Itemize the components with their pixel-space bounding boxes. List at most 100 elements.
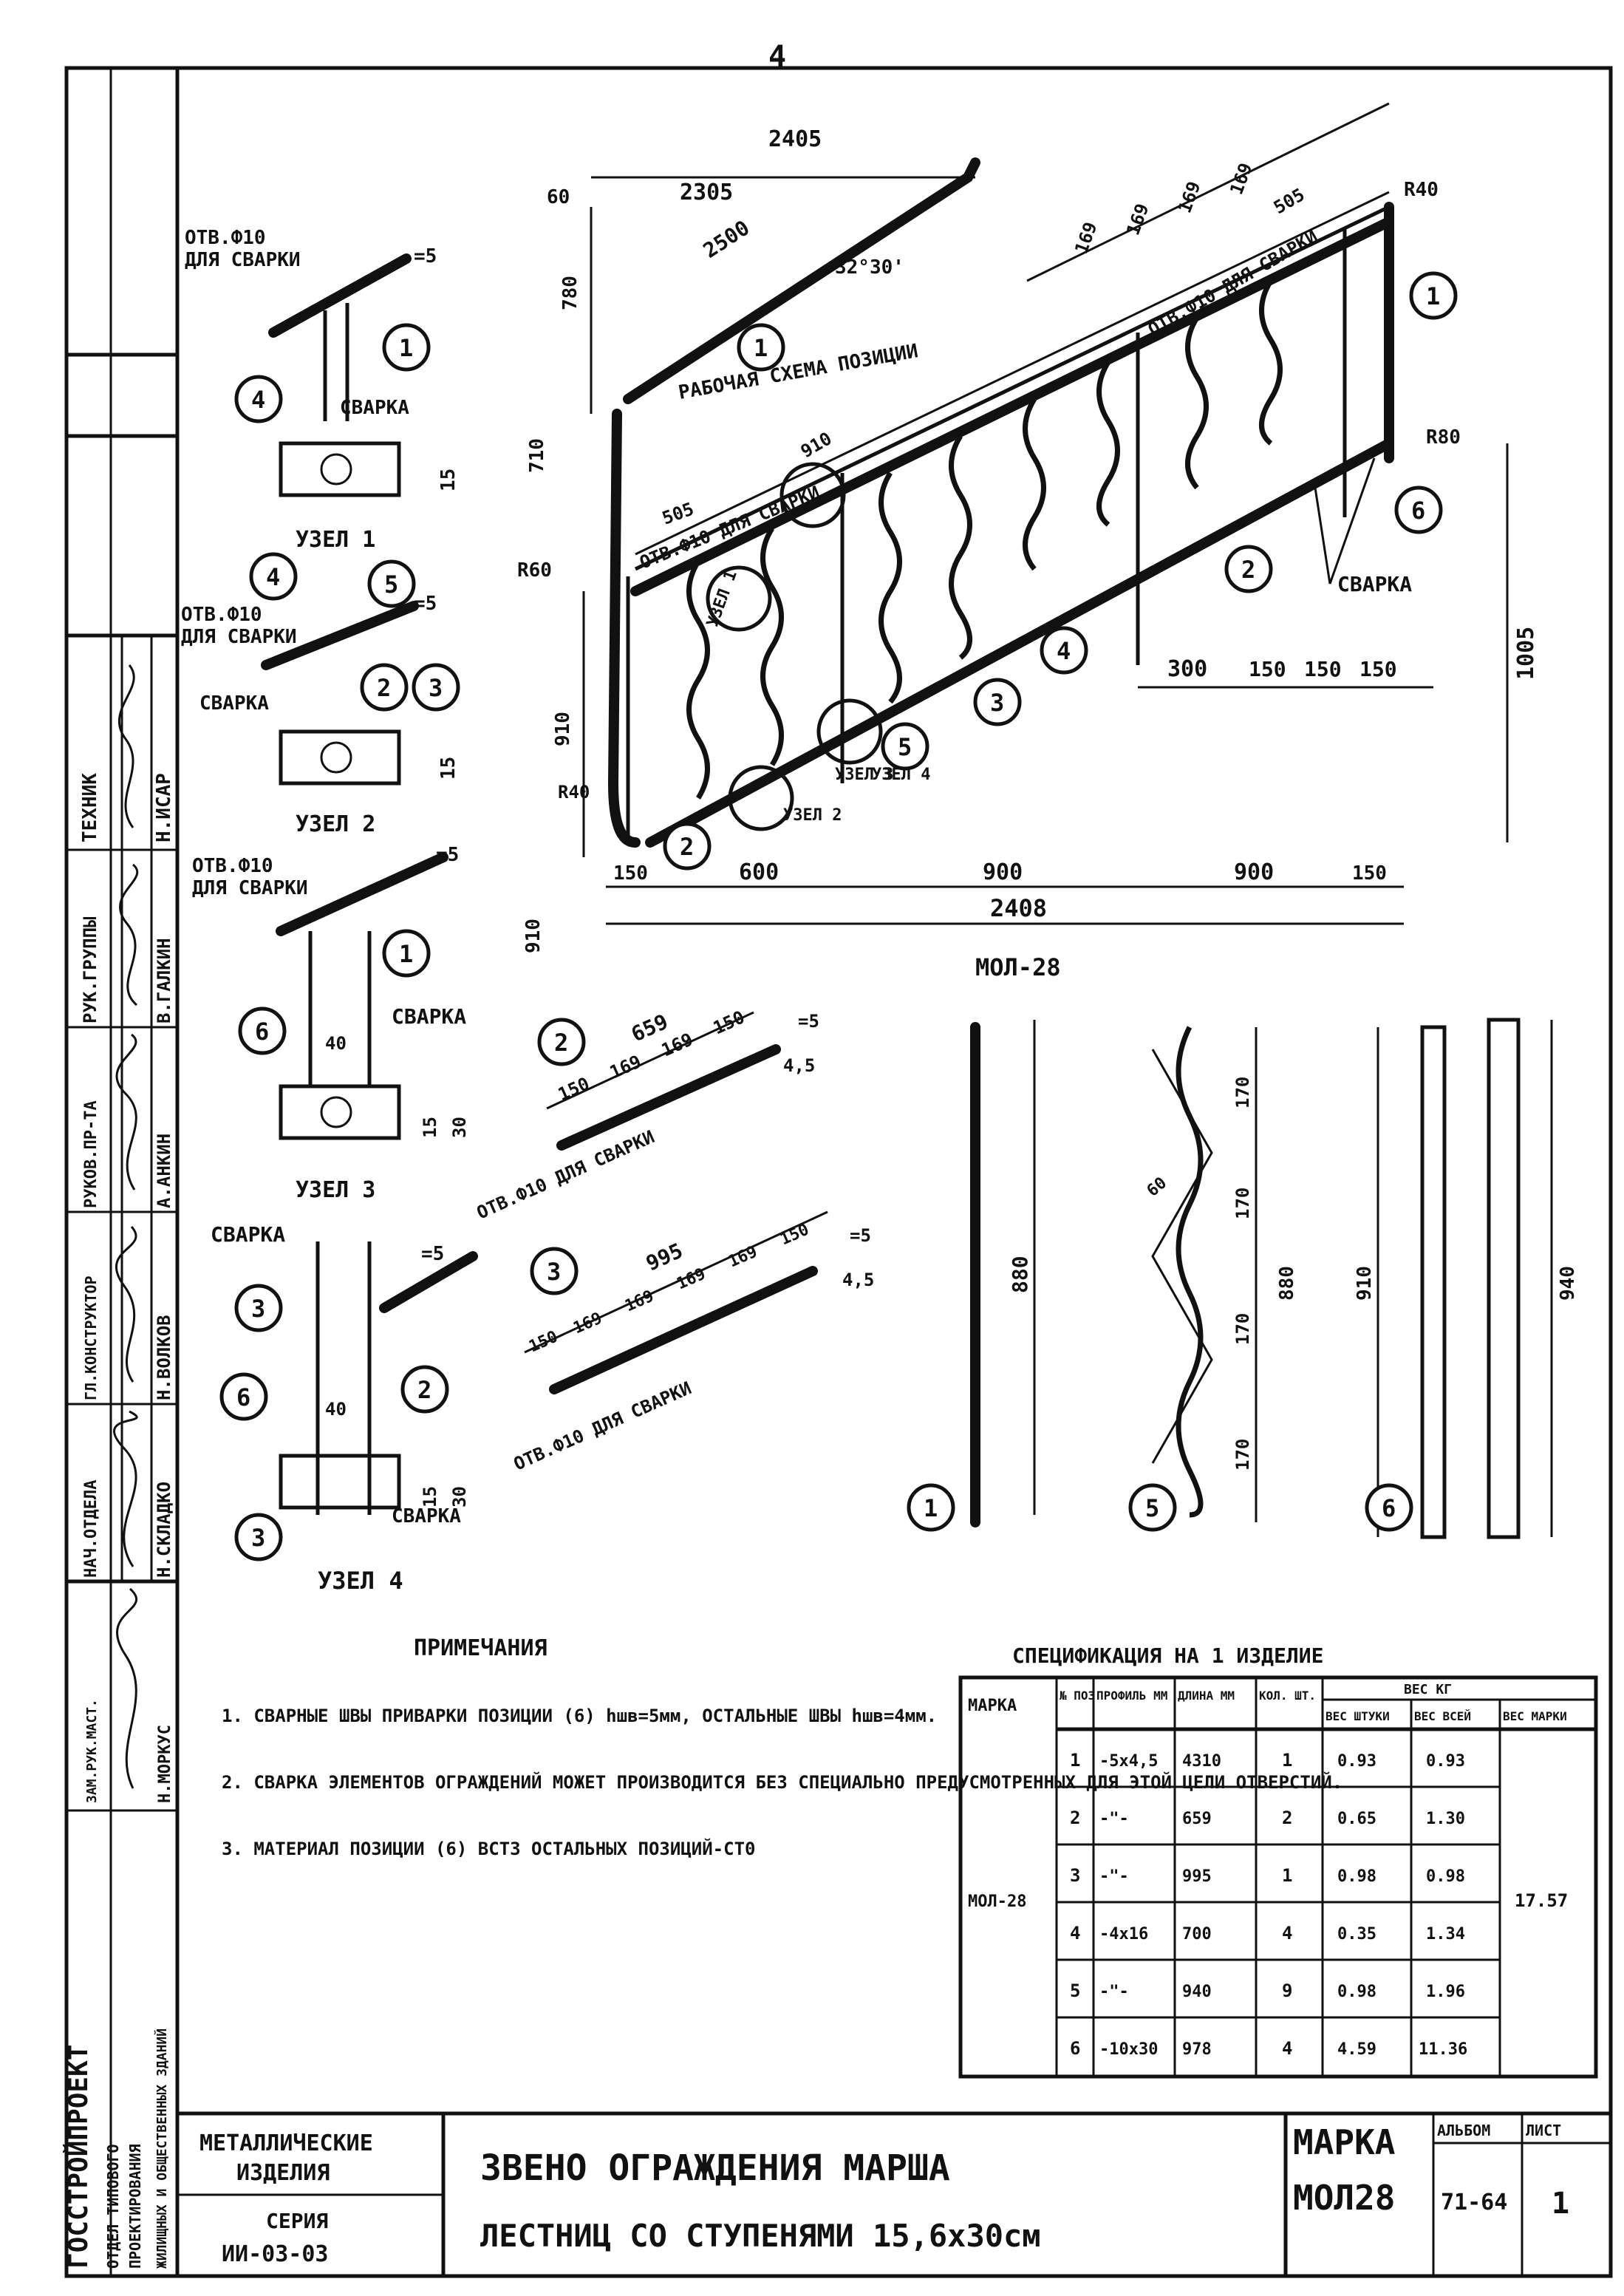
node1-weld: СВАРКА [340,397,409,419]
node1-dim: 15 [437,469,460,491]
bar2-sp-2: 169 [607,1051,644,1083]
spec-title: СПЕЦИФИКАЦИЯ НА 1 ИЗДЕЛИЕ [1012,1643,1323,1668]
radius-4: R40 [558,782,590,803]
stamp-role-6: ЗАМ.РУК.МАСТ. [84,1699,100,1803]
node4-dim-a: 40 [325,1399,347,1420]
svg-text:3: 3 [429,674,443,702]
svg-text:-"-: -"- [1099,1983,1129,2001]
dim-height: 1005 [1513,627,1539,680]
tb-series-label: СЕРИЯ [266,2209,328,2233]
tb-category-1: МЕТАЛЛИЧЕСКИЕ [199,2130,373,2156]
handrail-bend [607,409,641,848]
bar2-thk: =5 [798,1011,819,1032]
note-2: 2. СВАРКА ЭЛЕМЕНТОВ ОГРАЖДЕНИЙ МОЖЕТ ПРО… [222,1771,1342,1793]
svg-text:1.96: 1.96 [1426,1983,1465,2001]
svg-text:6: 6 [1411,497,1425,525]
spec-table: СПЕЦИФИКАЦИЯ НА 1 ИЗДЕЛИЕ МАРКА № ПОЗ ПР… [958,1643,1598,2079]
svg-text:-10x30: -10x30 [1099,2040,1158,2059]
dim-step-2: 169 [1071,219,1101,256]
bar3-hole: ОТВ.Ф10 ДЛЯ СВАРКИ [511,1377,695,1474]
stamp-name-2: В.ГАЛКИН [154,938,174,1023]
svg-text:4310: 4310 [1182,1752,1221,1771]
scheme-label: РАБОЧАЯ СХЕМА ПОЗИЦИИ [677,340,920,404]
svg-text:0.93: 0.93 [1337,1752,1376,1771]
node2-dim: 15 [437,757,460,780]
node1-purpose: ДЛЯ СВАРКИ [185,249,301,271]
tb-album-label: АЛЬБОМ [1437,2122,1490,2139]
tb-category-2: ИЗДЕЛИЯ [236,2160,330,2186]
stamp-role-1: ТЕХНИК [79,773,101,842]
node-3-detail: ОТВ.Ф10 ДЛЯ СВАРКИ =5 1 6 СВАРКА 40 15 3… [192,844,470,1203]
dim-top-3: 2500 [699,215,754,262]
spec-h-weight: ВЕС КГ [1404,1682,1452,1697]
top-mark: 4 [768,40,786,74]
spec-mark: МОЛ-28 [968,1893,1026,1911]
node-1-detail: ОТВ.Ф10 ДЛЯ СВАРКИ 4 1 =5 СВАРКА 15 УЗЕЛ… [185,227,460,553]
table-row: 5 -"- 940 9 0.98 1.96 [1070,1980,1465,2001]
svg-text:978: 978 [1182,2040,1212,2059]
top-rail [630,217,1394,596]
svg-text:4: 4 [1057,637,1071,665]
stamp-role-5: НАЧ.ОТДЕЛА [82,1480,100,1578]
stamp-name-6: Н.МОРКУС [156,1725,174,1803]
node3-thk: =5 [436,844,459,866]
dim-right-4: 150 [1359,657,1397,681]
svg-text:-4x16: -4x16 [1099,1925,1148,1944]
stamp-name-3: А.АНКИН [154,1134,174,1208]
dim-right-1: 300 [1167,656,1207,682]
svg-text:5: 5 [384,570,398,599]
elem-p4-d3: 170 [1232,1313,1253,1345]
svg-text:940: 940 [1182,1983,1212,2001]
main-node-3: УЗЕЛ 3 [835,766,893,784]
bar3-length: 995 [642,1239,686,1276]
radius-3: R80 [1426,426,1461,449]
svg-text:0.98: 0.98 [1426,1867,1465,1886]
stamp-name-1: Н.ИСАР [153,773,175,842]
radius-2: R60 [517,559,552,582]
svg-text:1.34: 1.34 [1426,1925,1465,1944]
svg-text:4: 4 [266,563,280,591]
svg-text:6: 6 [255,1018,269,1046]
stamp-institute: ГОССТРОЙПРОЕКТ [63,2045,94,2269]
svg-text:1: 1 [1282,1865,1292,1886]
svg-text:1: 1 [1282,1750,1292,1771]
stamp-dept-3: ЖИЛИЩНЫХ И ОБЩЕСТВЕННЫХ ЗДАНИЙ [154,2028,170,2269]
tb-album: 71-64 [1441,2190,1507,2215]
stamp-role-2: РУК.ГРУППЫ [80,917,100,1024]
stamp-dept-1: ОТДЕЛ ТИПОВОГО [104,2144,122,2269]
spec-h-markw: ВЕС МАРКИ [1503,1709,1567,1723]
svg-text:2: 2 [1070,1808,1080,1828]
node-4-detail: СВАРКА =5 3 6 2 40 15 30 3 СВАРКА УЗЕЛ 4 [211,1222,478,1595]
svg-text:2: 2 [554,1029,568,1057]
dim-step-6: 505 [1270,184,1309,218]
dim-bottom-2: 900 [983,859,1023,885]
svg-text:4: 4 [251,386,265,414]
bar3-sp-1: 150 [526,1327,560,1356]
elem-p4-d4: 170 [1232,1439,1253,1471]
spec-h-qty: КОЛ. ШТ. [1259,1689,1316,1703]
svg-text:995: 995 [1182,1867,1212,1886]
tb-title-1: ЗВЕНО ОГРАЖДЕНИЯ МАРША [480,2147,950,2189]
spec-h-all: ВЕС ВСЕЙ [1414,1709,1471,1723]
signature-6 [116,1587,138,1789]
dim-right-3: 150 [1304,657,1342,681]
dim-step-7: 910 [797,428,836,462]
dim-step-5: 169 [1226,160,1256,197]
bar-3-detail: 3 995 150 169 169 169 169 150 ОТВ.Ф10 ДЛ… [511,1210,874,1474]
node3-dim-c: 30 [449,1117,470,1138]
table-row: 6 -10x30 978 4 4.59 11.36 [1070,2038,1467,2059]
dim-bottom-3: 900 [1234,859,1274,885]
svg-text:3: 3 [1070,1865,1080,1886]
node4-thk: =5 [421,1243,444,1265]
node4-dim-c: 30 [449,1486,470,1508]
svg-text:0.98: 0.98 [1337,1867,1376,1886]
svg-text:5: 5 [1145,1494,1159,1522]
svg-text:0.35: 0.35 [1337,1925,1376,1944]
stamp-role-4: ГЛ.КОНСТРУКТОР [82,1275,100,1400]
main-position-markers: 1 1 6 2 4 3 5 2 [663,271,1458,871]
table-row: 4 -4x16 700 4 0.35 1.34 [1070,1923,1465,1944]
svg-text:11.36: 11.36 [1419,2040,1467,2059]
signature-5 [113,1410,138,1567]
spec-h-unit: ВЕС ШТУКИ [1326,1709,1390,1723]
